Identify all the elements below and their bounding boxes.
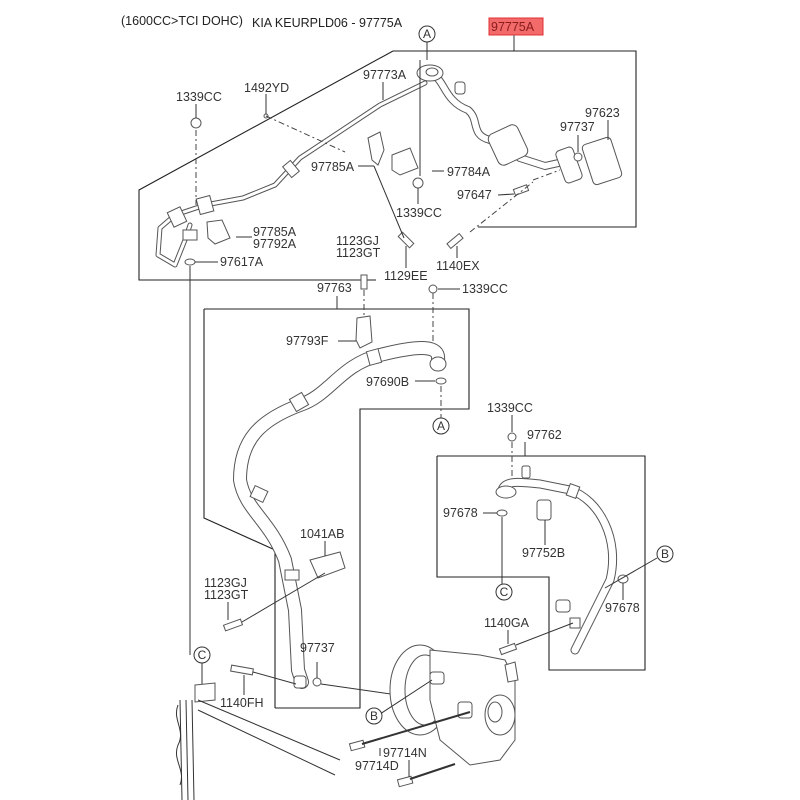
ref-marker-b-compressor: B — [365, 707, 383, 725]
receiver-drier-97623[interactable] — [581, 136, 623, 186]
bolt-1123gj-lower[interactable] — [222, 618, 244, 632]
condenser-edge — [176, 682, 341, 800]
label-1041ab[interactable]: 1041AB — [300, 527, 344, 541]
dash-1492yd — [265, 115, 346, 153]
label-1339cc[interactable]: 1339CC — [487, 401, 533, 415]
label-97763[interactable]: 97763 — [317, 281, 352, 295]
upper-pipe-assembly[interactable] — [416, 64, 583, 184]
ref-marker-c-mid: C — [495, 583, 513, 601]
bracket-97785a-top[interactable] — [367, 131, 385, 166]
svg-text:A: A — [437, 419, 445, 433]
ac-compressor[interactable] — [389, 644, 519, 766]
svg-text:B: B — [661, 547, 669, 561]
label-97737[interactable]: 97737 — [300, 641, 335, 655]
nut-1339cc-right[interactable] — [507, 432, 517, 442]
leader-ref-b-right — [604, 557, 658, 589]
leader-1140fh-line — [252, 671, 297, 685]
label-97647[interactable]: 97647 — [457, 188, 492, 202]
liquid-tube-97773a[interactable] — [155, 80, 428, 268]
label-1140ga[interactable]: 1140GA — [484, 616, 530, 630]
leader-1140ga-line — [515, 622, 574, 646]
bolt-1123gj-top[interactable] — [360, 274, 368, 290]
label-1123gt[interactable]: 1123GT — [204, 588, 249, 602]
o-ring-97737-lower[interactable] — [312, 677, 322, 687]
label-97792a[interactable]: 97792A — [253, 237, 297, 251]
label-97737[interactable]: 97737 — [560, 120, 595, 134]
frame-97775a-left — [138, 50, 394, 281]
label-97714d[interactable]: 97714D — [355, 759, 399, 773]
dash-97647 — [532, 169, 561, 181]
leader-97785a-bolt — [373, 165, 405, 239]
frame-97763-right — [204, 308, 470, 709]
o-ring-97617a[interactable] — [184, 258, 196, 266]
ref-marker-a-top: A — [418, 25, 436, 43]
frame-97763-left — [203, 309, 276, 708]
bolt-1140ex[interactable] — [446, 232, 464, 250]
label-97785a[interactable]: 97785A — [311, 160, 355, 174]
o-ring-97690b[interactable] — [435, 377, 447, 385]
nut-1339cc-mid[interactable] — [428, 284, 438, 294]
svg-text:C: C — [500, 585, 509, 599]
bolt-97714n-shank[interactable] — [361, 711, 471, 745]
bolt-1129ee[interactable] — [397, 231, 415, 249]
label-97762[interactable]: 97762 — [527, 428, 562, 442]
discharge-hose-97762[interactable] — [495, 465, 618, 655]
svg-text:C: C — [198, 648, 207, 662]
pressure-switch-97752b[interactable] — [536, 499, 552, 521]
bolt-97714n-head[interactable] — [348, 739, 366, 752]
label-1123gj[interactable]: 1123GJ — [336, 234, 379, 248]
label-97623[interactable]: 97623 — [585, 106, 620, 120]
label-1492yd[interactable]: 1492YD — [244, 81, 289, 95]
frame-97775a-top — [393, 50, 637, 228]
frame-97762 — [436, 455, 646, 671]
leader-97647 — [497, 193, 515, 196]
label-1129ee[interactable]: 1129EE — [384, 269, 428, 283]
ref-marker-c-left: C — [193, 646, 211, 664]
label-1123gt[interactable]: 1123GT — [336, 246, 381, 260]
label-97784a[interactable]: 97784A — [447, 165, 491, 179]
leader-bolt-to-bracket — [241, 572, 326, 623]
o-ring-97737-top[interactable] — [573, 152, 583, 162]
label-97678[interactable]: 97678 — [605, 601, 640, 615]
highlighted-part-97775a[interactable]: 97775A — [488, 17, 544, 36]
label-97785a[interactable]: 97785A — [253, 225, 297, 239]
bracket-97785a-97792a[interactable] — [206, 219, 231, 245]
o-ring-97678-left[interactable] — [496, 509, 508, 517]
label-97773a[interactable]: 97773A — [363, 68, 407, 82]
label-1140ex[interactable]: 1140EX — [436, 259, 480, 273]
bracket-1041ab[interactable] — [309, 551, 346, 579]
bolt-97714d-shank[interactable] — [409, 763, 456, 780]
nut-1339cc-top-left[interactable] — [190, 117, 202, 129]
catalog-reference: KIA KEURPLD06 - 97775A — [252, 16, 403, 30]
highlight-box — [488, 17, 544, 36]
label-1339cc[interactable]: 1339CC — [462, 282, 508, 296]
bolt-1140fh[interactable] — [230, 664, 254, 676]
ref-marker-b-right: B — [656, 545, 674, 563]
clamp-97793f[interactable] — [355, 315, 373, 349]
bracket-97784a[interactable] — [391, 147, 419, 176]
svg-text:A: A — [423, 27, 431, 41]
label-97793f[interactable]: 97793F — [286, 334, 329, 348]
label-1140fh[interactable]: 1140FH — [220, 696, 264, 710]
bolt-97647[interactable] — [512, 184, 530, 196]
o-ring-97678-right[interactable] — [617, 574, 629, 584]
suction-hose-97763[interactable] — [233, 341, 447, 689]
label-1339cc[interactable]: 1339CC — [176, 90, 222, 104]
svg-text:B: B — [370, 709, 378, 723]
label-97752b[interactable]: 97752B — [522, 546, 565, 560]
ref-marker-a-mid: A — [432, 417, 450, 435]
label-97690b[interactable]: 97690B — [366, 375, 409, 389]
label-97617a[interactable]: 97617A — [220, 255, 264, 269]
highlight-part-number[interactable]: 97775A — [491, 20, 535, 34]
label-1339cc[interactable]: 1339CC — [396, 206, 442, 220]
label-1123gj[interactable]: 1123GJ — [204, 576, 247, 590]
bolt-97714d-head[interactable] — [396, 775, 414, 788]
bolt-1140ga[interactable] — [498, 642, 518, 656]
label-97714n[interactable]: 97714N — [383, 746, 427, 760]
engine-note: (1600CC>TCI DOHC) — [121, 14, 243, 28]
nut-1339cc-top-mid[interactable] — [412, 177, 424, 189]
leader-ref-b-compressor — [379, 679, 433, 715]
label-97678[interactable]: 97678 — [443, 506, 478, 520]
